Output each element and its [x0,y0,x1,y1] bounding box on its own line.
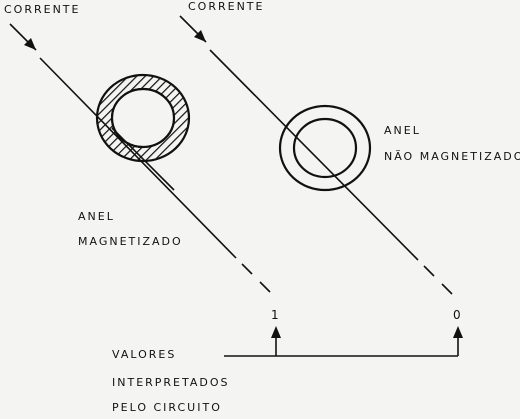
value-zero-label: 0 [453,308,461,322]
caption-line2: INTERPRETADOS [112,376,230,389]
arrow-up-left [271,326,281,338]
caption-line1: VALORES [112,348,177,361]
anel-nao-magnetizado-label-line1: ANEL [384,124,421,137]
corrente-left-label: CORRENTE [4,3,81,16]
corrente-right-label: CORRENTE [188,0,265,13]
anel-magnetizado-label-line1: ANEL [78,210,115,223]
caption-line3: PELO CIRCUITO [112,401,222,414]
anel-nao-magnetizado-label-line2: NÃO MAGNETIZADO [384,150,520,163]
output-baseline [224,334,459,357]
anel-magnetizado-label-line2: MAGNETIZADO [78,235,183,248]
non-magnetized-ring [278,104,372,192]
magnetized-ring [95,73,191,191]
value-one-label: 1 [271,308,279,322]
right-current-wire [179,15,453,295]
arrow-up-right [453,326,463,338]
